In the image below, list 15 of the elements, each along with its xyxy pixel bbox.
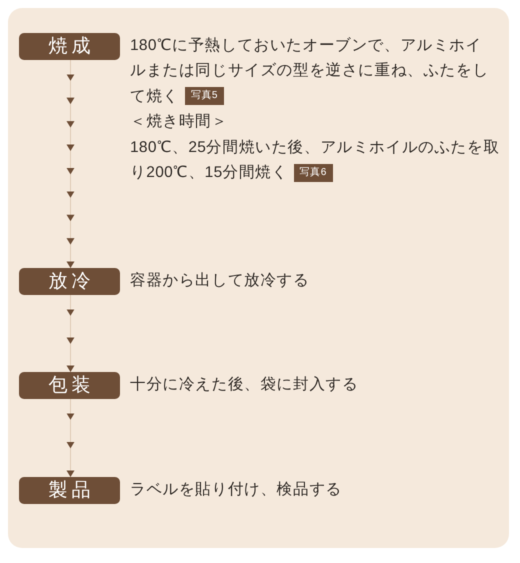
step-label: 焼成: [19, 33, 120, 60]
step-description: 十分に冷えた後、袋に封入する: [130, 374, 358, 395]
step-description: 180℃、25分間焼いた後、アルミホイルのふたを取り200℃、15分間焼く 写真6: [130, 138, 501, 184]
step-description: ラベルを貼り付け、検品する: [130, 480, 342, 500]
arrow-chain: [66, 60, 74, 268]
step-label: 包装: [19, 372, 120, 399]
photo-tag: 写真6: [294, 164, 333, 182]
step-label: 製品: [19, 477, 120, 504]
step-description: 容器から出して放冷する: [130, 270, 310, 291]
photo-tag: 写真5: [184, 87, 224, 106]
step-description: ＜焼き時間＞: [130, 112, 228, 132]
arrow-chain: [66, 294, 74, 372]
step-description: 180℃に予熱しておいたオーブンで、アルミホイルまたは同じサイズの型を逆さに重ね、ふたをして焼く 写真5: [130, 36, 490, 108]
arrow-chain: [66, 398, 74, 478]
step-label: 放冷: [19, 268, 120, 295]
